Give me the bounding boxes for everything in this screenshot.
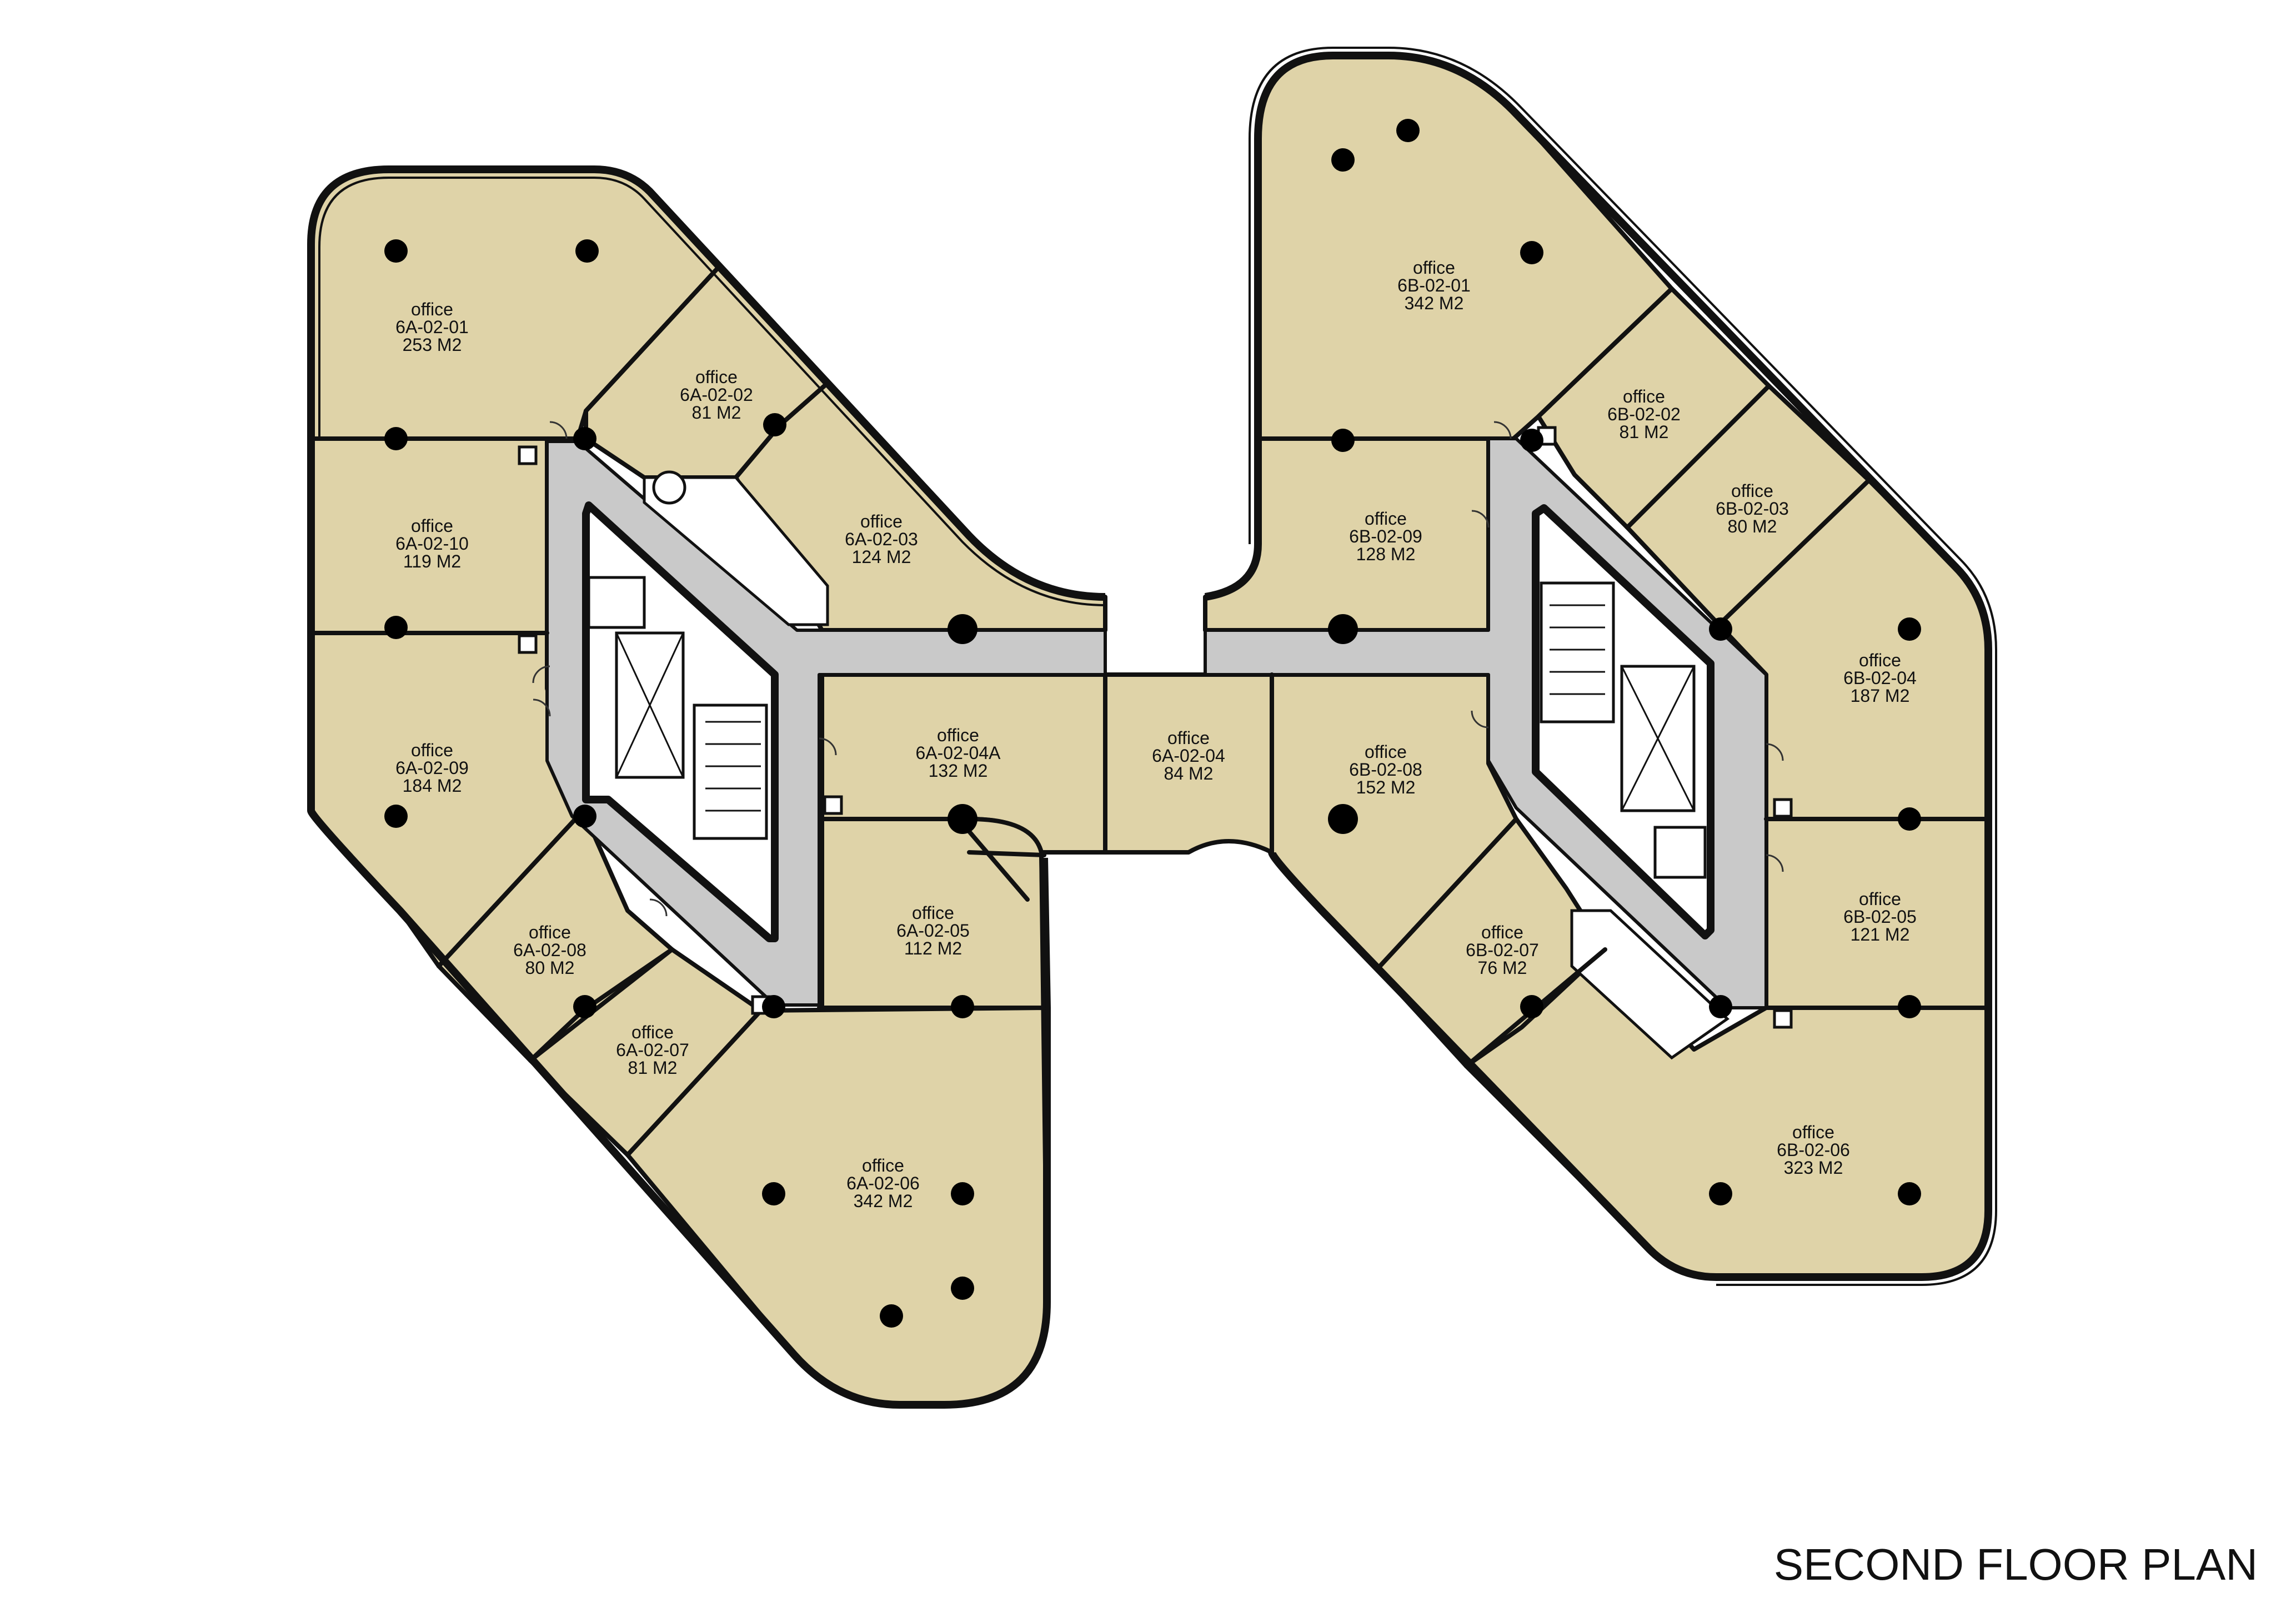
stair-well: [693, 704, 768, 840]
column: [1520, 995, 1543, 1018]
column: [1898, 995, 1921, 1018]
wing-6b: [1203, 47, 1997, 1286]
elevator-shaft: [1653, 826, 1707, 879]
room-6b-02-09[interactable]: [1203, 436, 1491, 632]
column: [951, 1182, 974, 1205]
elevator-shaft: [587, 576, 646, 629]
column: [1898, 807, 1921, 831]
column: [1898, 1182, 1921, 1205]
column: [384, 239, 408, 263]
column: [948, 614, 977, 644]
column: [1709, 617, 1732, 641]
column: [762, 995, 785, 1018]
column: [1520, 429, 1543, 452]
toilet-block: [1570, 909, 1729, 1060]
column: [1331, 429, 1355, 452]
service-shafts: [518, 426, 1793, 1029]
column: [384, 616, 408, 639]
column: [951, 995, 974, 1018]
plan-title: SECOND FLOOR PLAN: [1774, 1540, 2258, 1589]
stair-well: [1540, 581, 1615, 723]
column: [1520, 241, 1543, 264]
partitions: [309, 264, 1991, 1302]
doors: [532, 421, 1784, 917]
column: [1331, 148, 1355, 172]
columns: [384, 119, 1921, 1328]
column: [1328, 614, 1358, 644]
column: [1328, 804, 1358, 834]
column: [948, 804, 977, 834]
column: [763, 413, 786, 436]
column: [575, 239, 599, 263]
column: [384, 805, 408, 828]
column: [573, 995, 596, 1018]
column: [880, 1304, 903, 1328]
column: [573, 805, 596, 828]
column: [384, 427, 408, 450]
outline-6b: [1204, 52, 1992, 1281]
column: [1709, 1182, 1732, 1205]
column: [1709, 995, 1732, 1018]
toilet-block: [643, 476, 829, 626]
column: [1396, 119, 1420, 142]
column: [573, 427, 596, 450]
column: [951, 1277, 974, 1300]
column: [1898, 617, 1921, 641]
outline-6a: [307, 165, 1106, 1409]
room-6a-02-07[interactable]: [528, 947, 763, 1157]
column: [762, 1182, 785, 1205]
